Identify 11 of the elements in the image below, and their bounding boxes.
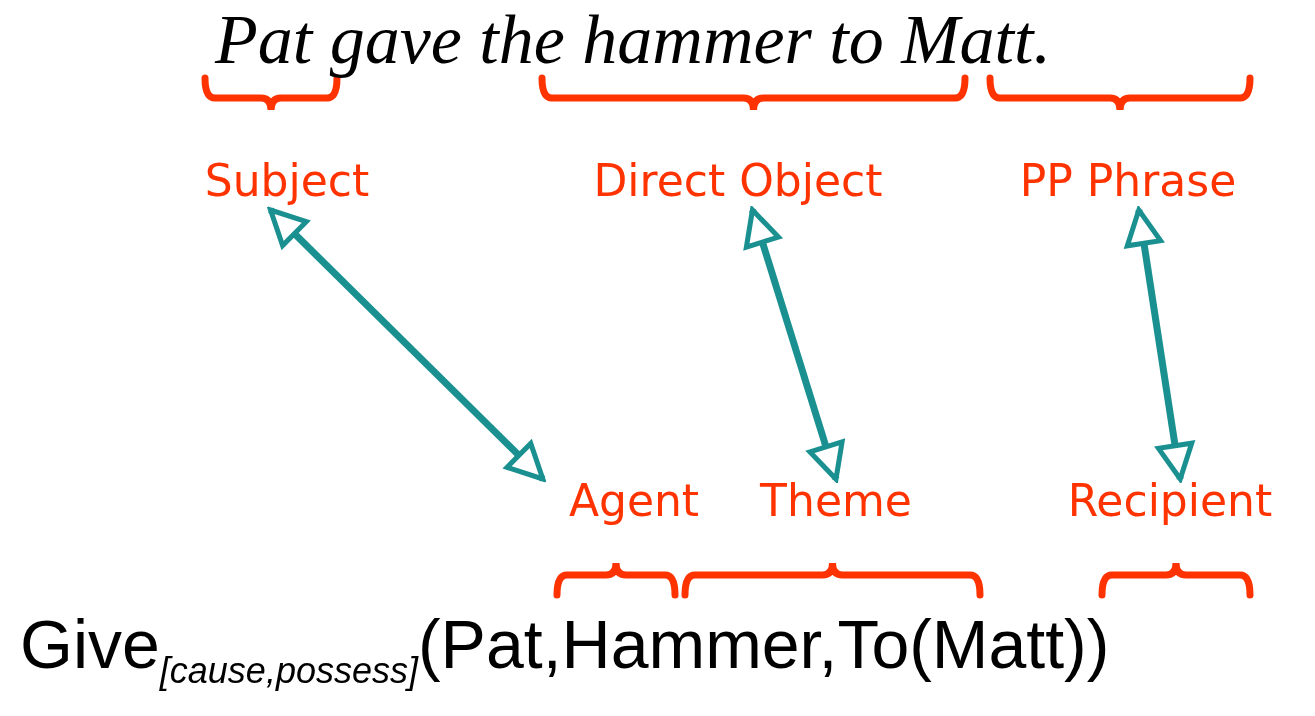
double-arrow [1124,207,1195,482]
role-label: Agent [568,475,700,526]
semantic-formula: Give$_{[cause,possess]}$(Pat,Hammer,To(Matt)) [20,605,1110,692]
example-sentence: Pat gave the hammer to Matt. [215,0,1051,80]
role-label: Direct Object [593,155,883,206]
role-label: PP Phrase [1019,155,1237,206]
double-arrow [268,207,546,482]
role-label: Recipient [1067,475,1273,526]
double-arrow [743,207,845,482]
role-label: Theme [760,475,912,526]
role-label: Subject [204,155,370,206]
